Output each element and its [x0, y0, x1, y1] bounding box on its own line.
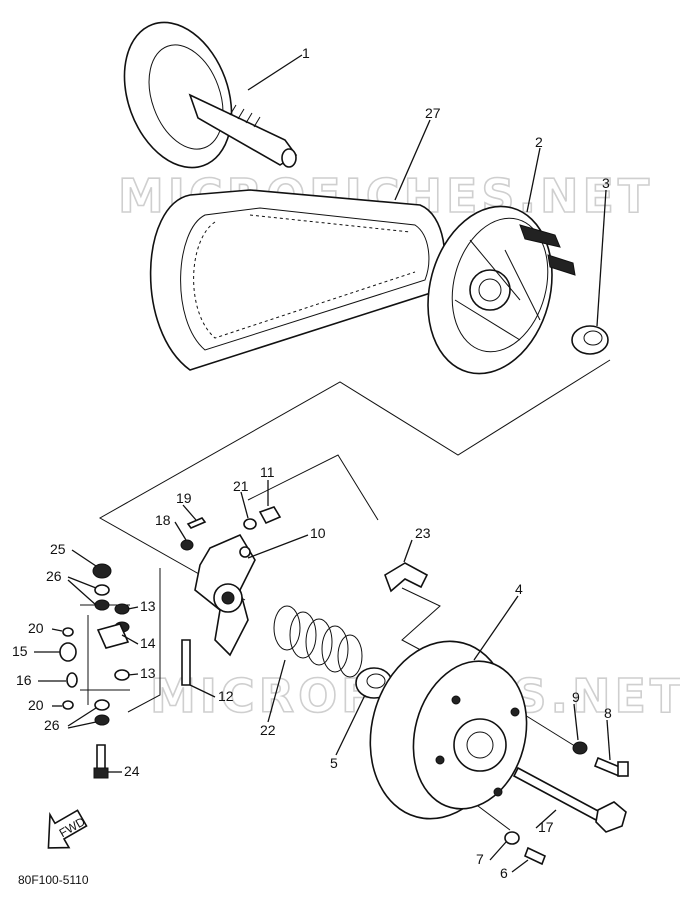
label-part-26-top: 26	[46, 568, 62, 584]
label-part-19: 19	[176, 490, 192, 506]
bracket-23	[384, 562, 429, 593]
label-part-7: 7	[476, 851, 484, 867]
sheave-cap	[427, 205, 576, 375]
part-labels: 1 27 2 3 11 21 19 18 10 25 26 13 20 14 1…	[12, 45, 612, 881]
label-part-10: 10	[310, 525, 326, 541]
cam-spider	[194, 533, 256, 657]
label-part-21: 21	[233, 478, 249, 494]
spring	[273, 605, 363, 678]
label-part-20-top: 20	[28, 620, 44, 636]
label-part-22: 22	[260, 722, 276, 738]
primary-sheave	[123, 21, 298, 169]
leader-lines	[34, 54, 611, 873]
label-part-5: 5	[330, 755, 338, 771]
label-part-13-bottom: 13	[140, 665, 156, 681]
label-part-14: 14	[140, 635, 156, 651]
bushing-3	[571, 325, 609, 355]
label-part-12: 12	[218, 688, 234, 704]
label-part-1: 1	[302, 45, 310, 61]
label-part-9: 9	[572, 689, 580, 705]
label-part-17: 17	[538, 819, 554, 835]
label-part-4: 4	[515, 581, 523, 597]
small-parts	[59, 506, 282, 779]
label-part-18: 18	[155, 512, 171, 528]
label-part-15: 15	[12, 643, 28, 659]
fwd-arrow: FWD	[47, 809, 88, 849]
assembly-guide-lines	[80, 359, 611, 831]
label-part-11: 11	[260, 464, 275, 480]
v-belt	[149, 189, 446, 371]
label-part-25: 25	[50, 541, 66, 557]
label-part-26-bottom: 26	[44, 717, 60, 733]
label-part-20-bottom: 20	[28, 697, 44, 713]
label-part-27: 27	[425, 105, 441, 121]
label-part-24: 24	[124, 763, 140, 779]
long-bolt	[512, 766, 627, 833]
fwd-text: FWD	[57, 814, 88, 840]
label-part-23: 23	[415, 525, 431, 541]
label-part-6: 6	[500, 865, 508, 881]
movable-sheave	[369, 640, 528, 820]
bolts-and-washers	[504, 741, 629, 866]
label-part-2: 2	[535, 134, 543, 150]
label-part-3: 3	[602, 175, 610, 191]
diagram-code: 80F100-5110	[18, 873, 89, 887]
label-part-16: 16	[16, 672, 32, 688]
label-part-13-top: 13	[140, 598, 156, 614]
label-part-8: 8	[604, 705, 612, 721]
